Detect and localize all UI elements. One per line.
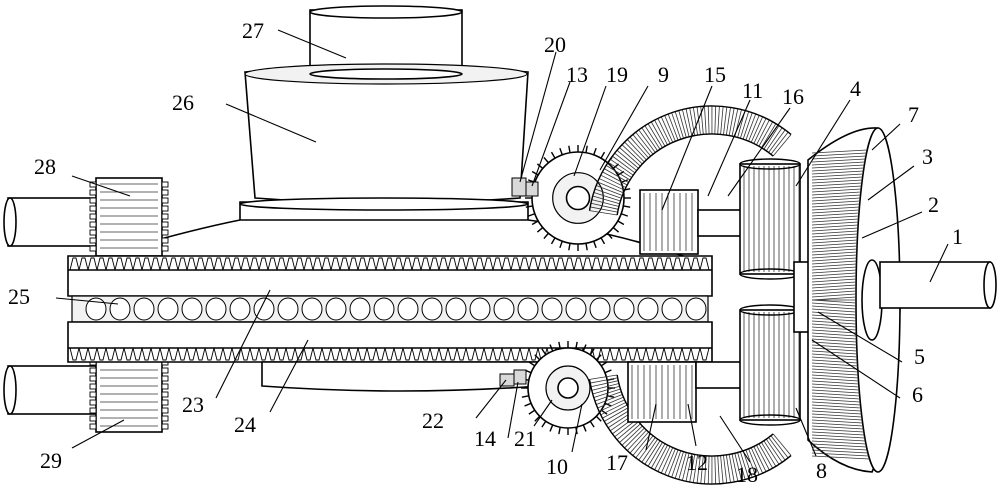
- callout-8: 8: [816, 458, 827, 483]
- drum-gear-4: [740, 159, 800, 279]
- key-13: [526, 182, 538, 196]
- callout-27: 27: [242, 18, 264, 43]
- key-14: [514, 370, 526, 384]
- callout-1: 1: [952, 224, 963, 249]
- ball-race-25: [72, 296, 708, 322]
- pinion-shaft-15: [640, 190, 742, 254]
- callout-4: 4: [850, 76, 861, 101]
- callout-13: 13: [566, 62, 588, 87]
- callout-21: 21: [514, 426, 536, 451]
- callout-2: 2: [928, 192, 939, 217]
- callout-17: 17: [606, 450, 628, 475]
- callout-9: 9: [658, 62, 669, 87]
- callout-6: 6: [912, 382, 923, 407]
- callout-15: 15: [704, 62, 726, 87]
- callout-20: 20: [544, 32, 566, 57]
- flange-plate: [240, 198, 528, 222]
- callout-29: 29: [40, 448, 62, 473]
- callout-26: 26: [172, 90, 194, 115]
- callout-25: 25: [8, 284, 30, 309]
- callout-5: 5: [914, 344, 925, 369]
- callout-14: 14: [474, 426, 496, 451]
- ring-gear-24: [68, 322, 712, 362]
- lower-disc: [262, 362, 540, 391]
- callout-16: 16: [782, 84, 804, 109]
- callout-10: 10: [546, 454, 568, 479]
- pinion-shaft-17: [628, 362, 742, 422]
- small-gear-28: [90, 178, 168, 256]
- callout-24: 24: [234, 412, 256, 437]
- callout-3: 3: [922, 144, 933, 169]
- input-shaft-1: [880, 262, 996, 308]
- small-gear-29: [90, 356, 168, 432]
- callout-22: 22: [422, 408, 444, 433]
- drum-gear-8: [740, 305, 800, 425]
- callout-28: 28: [34, 154, 56, 179]
- cone-housing-26: [245, 64, 528, 203]
- callout-19: 19: [606, 62, 628, 87]
- callout-18: 18: [736, 462, 758, 487]
- callout-12: 12: [686, 450, 708, 475]
- callout-7: 7: [908, 102, 919, 127]
- callout-23: 23: [182, 392, 204, 417]
- ring-gear-23: [68, 256, 712, 296]
- key-20: [512, 178, 526, 196]
- callout-11: 11: [742, 78, 763, 103]
